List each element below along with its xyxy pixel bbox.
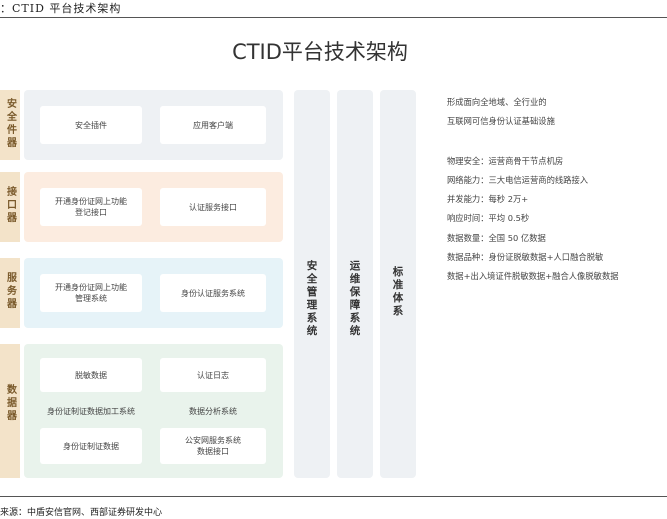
source-note: 来源：中盾安信官网、西部证券研发中心 [0, 508, 163, 518]
info-line-6: 响应时间：平均 0.5秒 [447, 213, 530, 223]
box-id-card-data: 身份证制证数据 [40, 428, 142, 464]
box-desensitized-data: 脱敏数据 [40, 358, 142, 392]
column-label-security: 安 全 管 理 系 统 [306, 260, 318, 337]
column-label-ops: 运 维 保 障 系 统 [349, 260, 361, 337]
layer-label-security: 安 全 件 器 [7, 99, 17, 149]
bottom-rule [0, 496, 667, 497]
column-standards: 标 准 体 系 [380, 90, 416, 478]
panel-security-components: 安全插件 应用客户端 [24, 90, 283, 160]
layer-tab-interface: 接 口 器 [0, 172, 20, 242]
layer-tab-security: 安 全 件 器 [0, 90, 20, 160]
info-line-5: 并发能力：每秒 2万+ [447, 194, 529, 204]
figure-caption: ：CTID 平台技术架构 [0, 2, 122, 15]
layer-tab-service: 服 务 器 [0, 258, 20, 328]
info-line-3: 物理安全：运营商骨干节点机房 [447, 156, 564, 166]
box-app-client: 应用客户端 [160, 106, 266, 144]
layer-label-interface: 接 口 器 [7, 187, 17, 224]
info-line-7: 数据数量：全国 50 亿数据 [447, 233, 546, 243]
info-line-4: 网络能力：三大电信运营商的线路接入 [447, 175, 589, 185]
column-ops-support: 运 维 保 障 系 统 [337, 90, 373, 478]
info-line-2: 互联网可信身份认证基础设施 [447, 116, 555, 126]
box-management-system: 开通身份证网上功能 管理系统 [40, 274, 142, 312]
label-data-analysis-system: 数据分析系统 [189, 407, 237, 416]
top-rule [0, 17, 667, 18]
panel-service: 开通身份证网上功能 管理系统 身份认证服务系统 [24, 258, 283, 328]
info-line-1: 形成面向全地域、全行业的 [447, 97, 547, 107]
info-line-9: 数据+出入境证件脱敏数据+融合人像脱敏数据 [447, 271, 619, 281]
box-security-plugin: 安全插件 [40, 106, 142, 144]
column-label-standard: 标 准 体 系 [392, 266, 404, 317]
layer-label-data: 数 据 器 [7, 385, 17, 422]
panel-interface: 开通身份证网上功能 登记接口 认证服务接口 [24, 172, 283, 242]
diagram-title: CTID平台技术架构 [232, 40, 408, 64]
box-registration-interface: 开通身份证网上功能 登记接口 [40, 188, 142, 226]
column-security-management: 安 全 管 理 系 统 [294, 90, 330, 478]
label-data-processing-system: 身份证制证数据加工系统 [47, 407, 135, 416]
box-police-service-interface: 公安网服务系统 数据接口 [160, 428, 266, 464]
box-identity-auth-system: 身份认证服务系统 [160, 274, 266, 312]
layer-label-service: 服 务 器 [7, 273, 17, 310]
box-auth-service-interface: 认证服务接口 [160, 188, 266, 226]
box-auth-log: 认证日志 [160, 358, 266, 392]
info-line-8: 数据品种：身份证脱敏数据+人口融合脱敏 [447, 252, 604, 262]
layer-tab-data: 数 据 器 [0, 344, 20, 478]
panel-data: 脱敏数据 认证日志 身份证制证数据加工系统 数据分析系统 身份证制证数据 公安网… [24, 344, 283, 478]
